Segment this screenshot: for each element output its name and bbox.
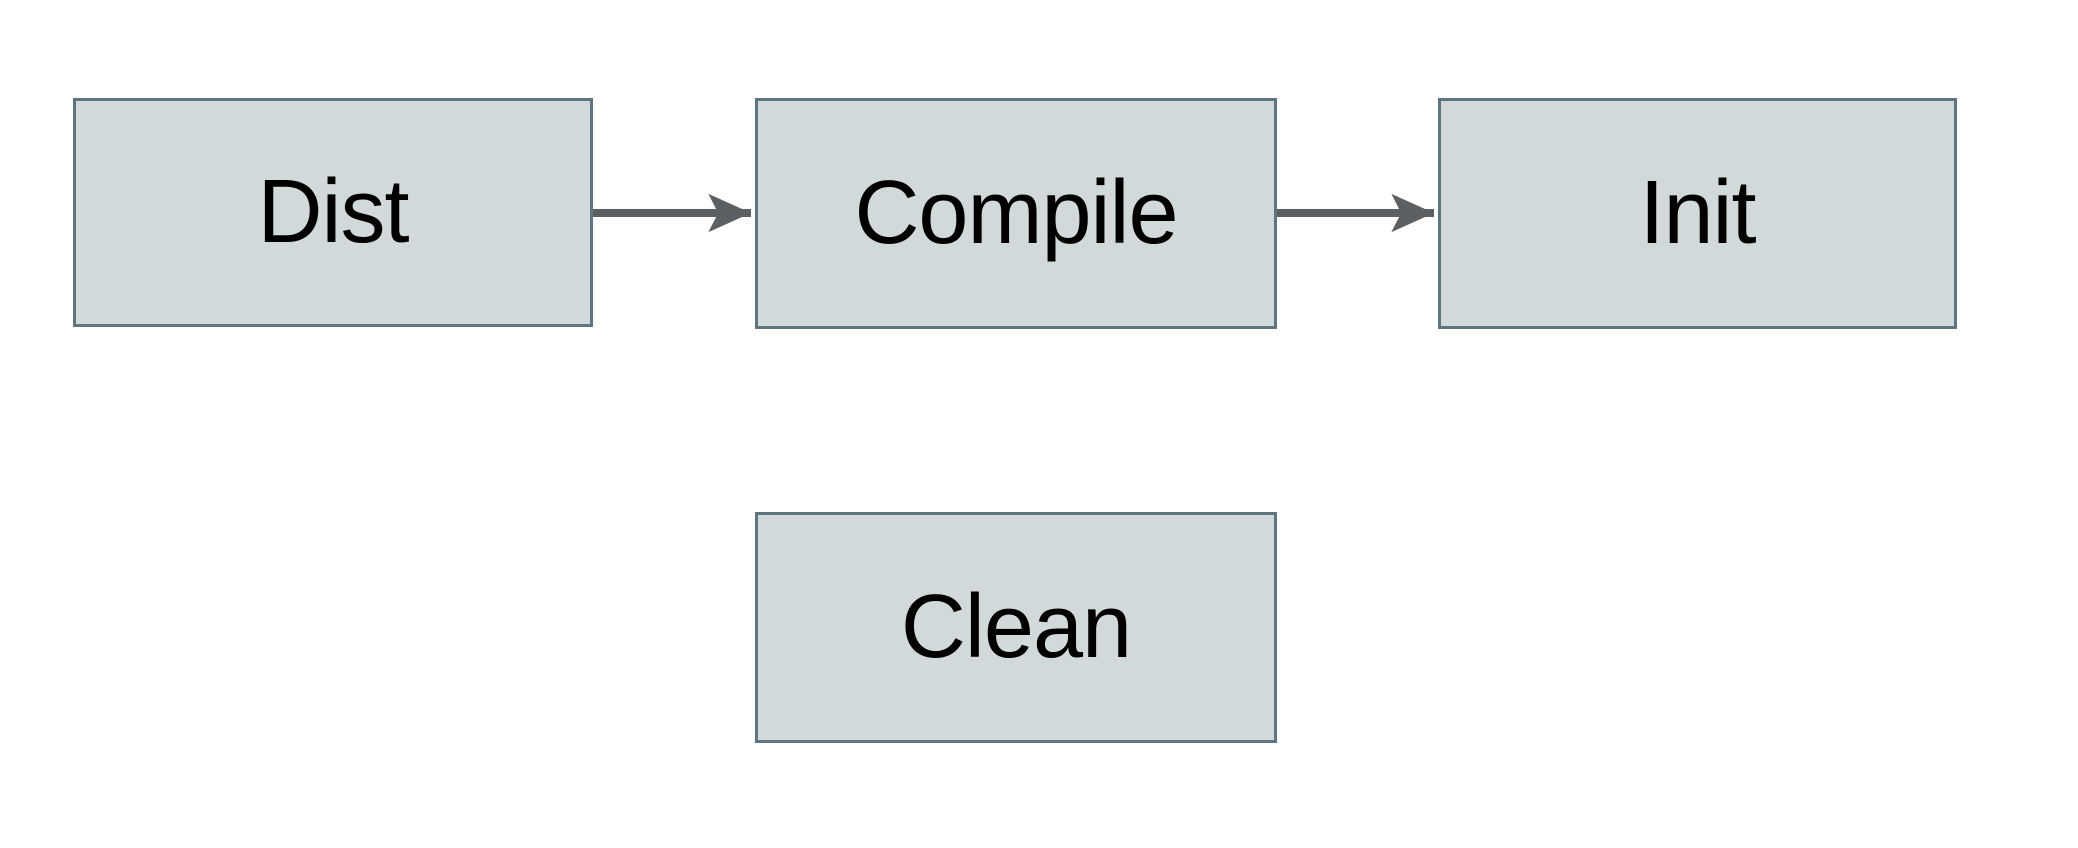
node-init: Init [1438, 98, 1957, 329]
node-dist: Dist [73, 98, 593, 327]
node-compile-label: Compile [854, 163, 1178, 263]
node-init-label: Init [1639, 163, 1756, 263]
node-clean-label: Clean [900, 577, 1132, 677]
node-clean: Clean [755, 512, 1277, 743]
node-compile: Compile [755, 98, 1277, 329]
node-dist-label: Dist [257, 162, 410, 262]
